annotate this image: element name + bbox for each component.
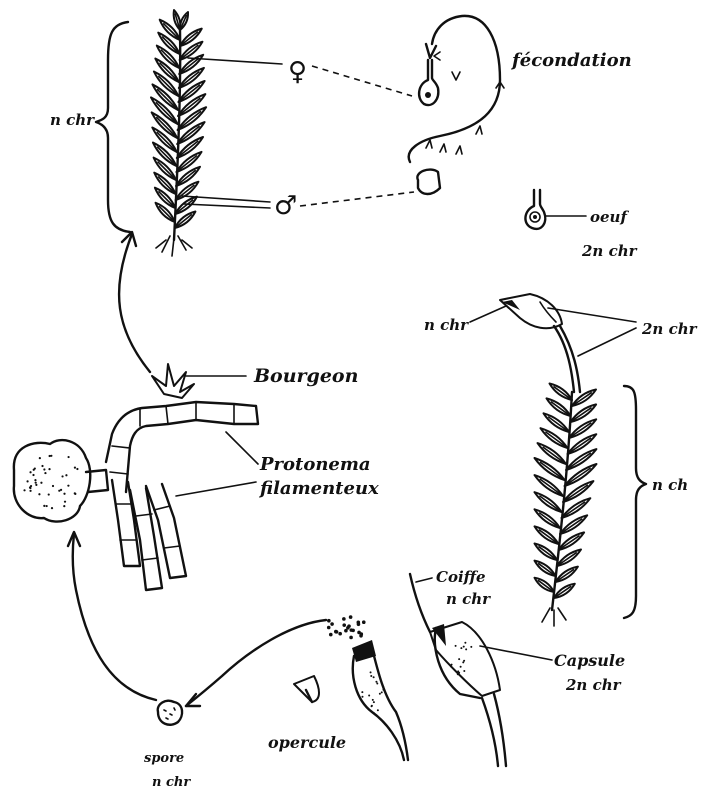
label-capsule-2n-chr: 2n chr: [565, 676, 622, 694]
arrow-bud-to-gametophyte: [119, 234, 150, 372]
label-spore: spore: [144, 751, 184, 766]
sperm-cells: [434, 52, 504, 88]
label-coiffe: Coiffe: [436, 568, 486, 586]
pointer-coiffe: [416, 578, 432, 582]
open-capsule: [353, 648, 408, 760]
label-2n-chr-sporophyte: 2n chr: [641, 320, 698, 338]
label-n-ch: n ch: [652, 476, 688, 494]
label-fecondation: fécondation: [510, 50, 632, 71]
male-symbol: ♂: [274, 191, 297, 221]
brace-right: [624, 386, 646, 618]
capsule-top: [500, 294, 562, 328]
label-opercule: opercule: [268, 733, 346, 752]
dashed-link-male: [300, 192, 414, 206]
sperm-swim-path: [409, 16, 500, 162]
label-protonema: Protonema: [259, 454, 371, 475]
seta: [554, 326, 580, 392]
bud: [152, 364, 194, 398]
antheridium: [417, 170, 440, 194]
protonema: [14, 364, 258, 590]
fertilisation-schema: [409, 16, 504, 194]
gametophyte-leafy-stem: [96, 10, 206, 256]
pointer-protonema-1: [226, 432, 258, 464]
label-2n-chr-oeuf: 2n chr: [581, 242, 638, 260]
label-n-chr-gametophyte: n chr: [50, 111, 95, 129]
sporophyte-on-gametophyte: [470, 294, 646, 626]
egg-cell: [425, 92, 431, 98]
label-coiffe-n-chr: n chr: [446, 590, 491, 608]
female-symbol: ♀: [288, 57, 307, 87]
label-n-chr-capsule: n chr: [424, 316, 469, 334]
zygote: [525, 190, 586, 229]
rhizoids-right: [542, 608, 566, 626]
label-capsule: Capsule: [554, 651, 625, 670]
label-bourgeon: Bourgeon: [253, 365, 358, 387]
seta-lower: [482, 694, 506, 766]
label-filamenteux: filamenteux: [258, 478, 379, 499]
zygote-archegonium: [525, 190, 545, 229]
dashed-link-female: [312, 66, 412, 96]
pointer-protonema-2: [176, 482, 256, 496]
sperm-cells-lower: [426, 126, 482, 154]
pointer-2n-chr-2: [578, 328, 636, 356]
spore: [158, 701, 182, 725]
archegonium: [419, 60, 438, 105]
calyptra-tip: [410, 574, 430, 632]
rhizoids: [156, 236, 192, 256]
brace-left: [96, 22, 130, 232]
antheridium-pointer-2: [184, 204, 270, 208]
arrow-spore-to-protonema: [73, 534, 156, 700]
label-spore-n-chr: n chr: [152, 775, 191, 790]
label-oeuf: oeuf: [590, 208, 629, 226]
capsule-mouth: [352, 640, 376, 662]
pointer-n-chr-capsule: [470, 306, 506, 322]
germinating-spore: [14, 440, 90, 522]
archegonium-pointer: [188, 58, 282, 64]
